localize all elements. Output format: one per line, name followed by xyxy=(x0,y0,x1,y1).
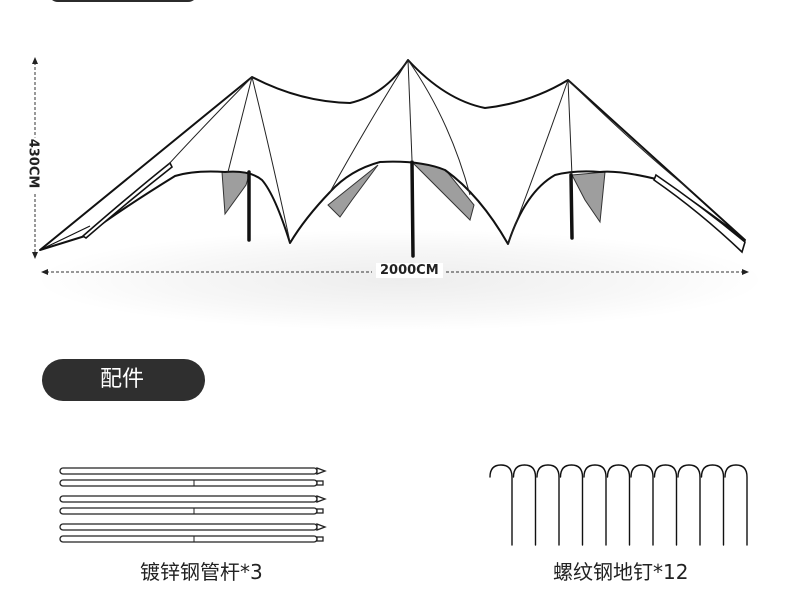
steel-poles-icon xyxy=(59,467,327,543)
tent-inner-shading xyxy=(221,161,606,224)
top-tab-decoration xyxy=(48,0,198,2)
width-dimension-label: 2000CM xyxy=(376,263,443,278)
steel-poles-label: 镀锌钢管杆*3 xyxy=(140,560,263,584)
tent-poles xyxy=(247,160,574,258)
tent-illustration xyxy=(32,57,749,275)
ground-stakes-icon xyxy=(489,464,748,546)
ground-stake xyxy=(677,464,701,546)
tent-canopy xyxy=(39,59,746,251)
accessories-section-title: 配件 xyxy=(42,359,205,401)
tent-right-flap xyxy=(653,173,746,254)
ground-stakes-label: 螺纹钢地钉*12 xyxy=(553,560,689,584)
ground-stake xyxy=(489,464,513,546)
ground-stake xyxy=(653,464,678,546)
ground-stake xyxy=(606,464,631,546)
tent-seams xyxy=(167,59,691,245)
ground-stake xyxy=(559,464,584,546)
ground-stake xyxy=(536,464,560,546)
ground-stake xyxy=(700,464,725,546)
tent-left-flap xyxy=(81,161,174,240)
ground-stake xyxy=(630,464,654,546)
ground-stake xyxy=(583,464,607,546)
ground-stake xyxy=(724,464,748,546)
ground-shadow xyxy=(40,230,760,330)
height-dimension-label: 430CM xyxy=(25,137,41,190)
ground-stake xyxy=(512,464,537,546)
